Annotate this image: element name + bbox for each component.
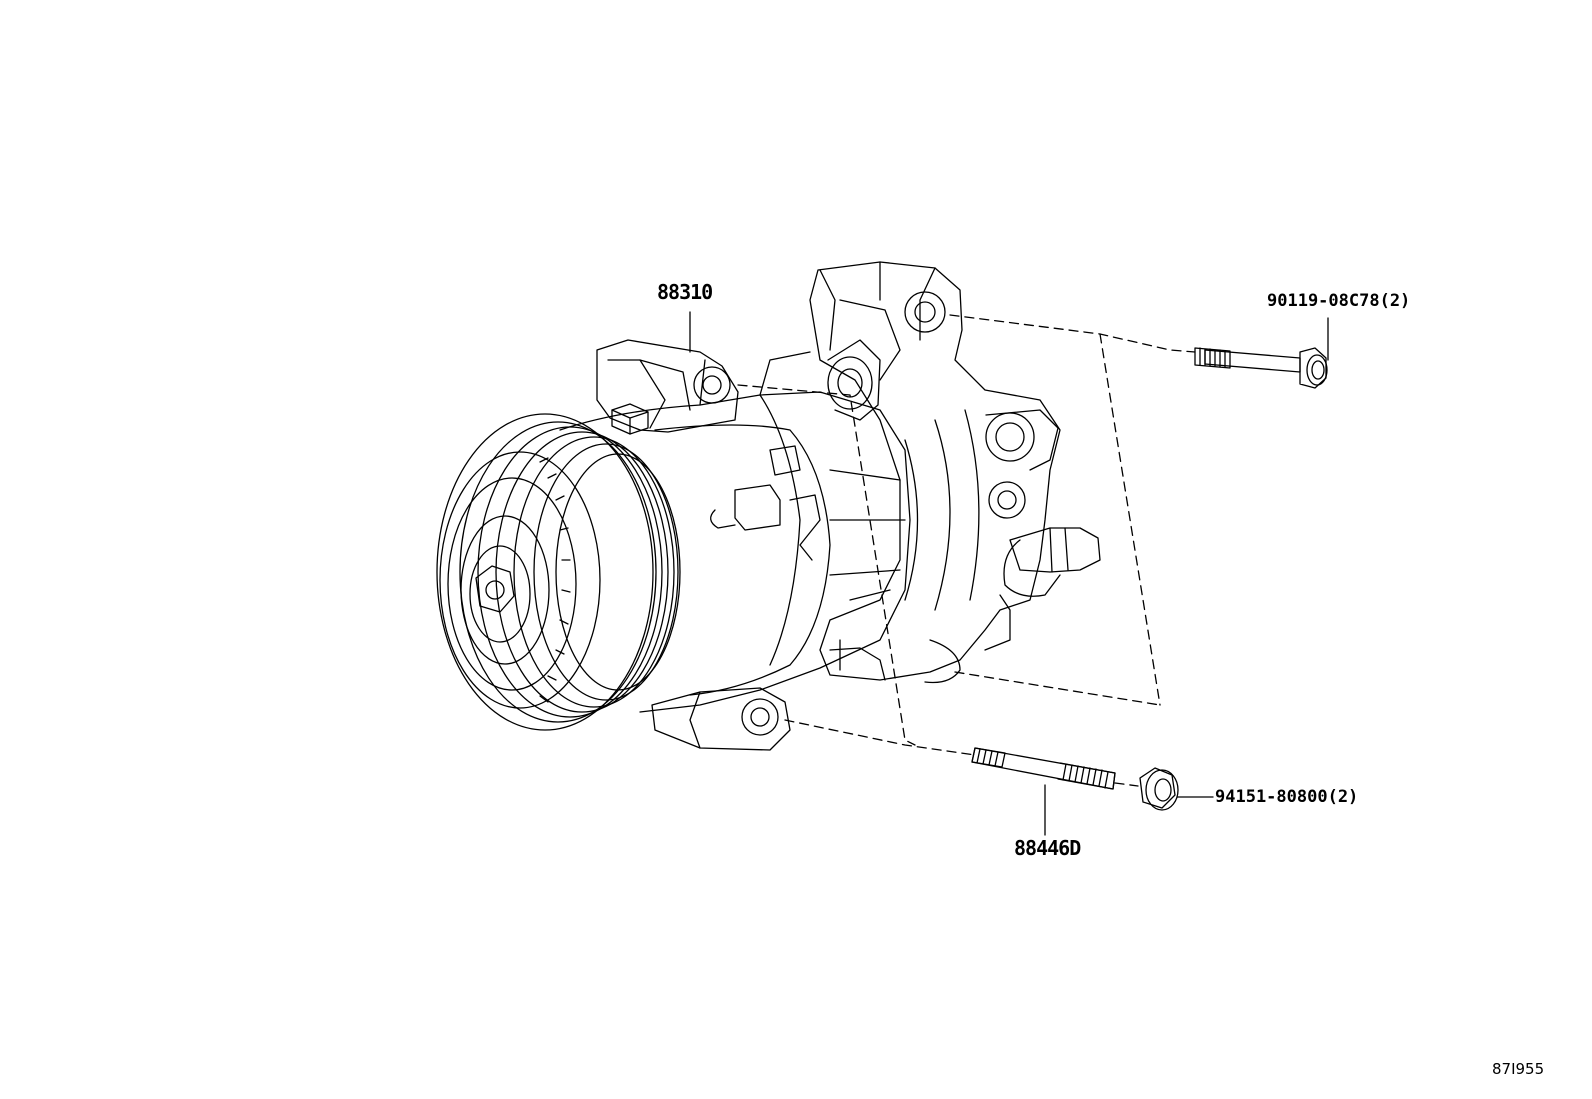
pulley-front-face [440,452,600,708]
front-upper-mount-hole [694,367,730,403]
figure-reference: 87I955 [1492,1060,1545,1078]
label-bolt: 90119-08C78(2) [1267,291,1411,311]
label-nut: 94151-80800(2) [1215,787,1359,807]
label-compressor: 88310 [657,280,713,304]
bolt-head [1300,348,1326,388]
nut-part [1140,768,1178,810]
electrical-connector [1010,528,1100,572]
clutch-pulley [437,414,680,730]
bolt-part [1195,348,1327,388]
sensor-block [770,446,800,475]
bolt-thread [1195,348,1230,368]
suction-port [986,413,1034,461]
front-lower-mount-hole [742,699,778,735]
rear-upper-mount-hole [905,292,945,332]
front-upper-mount-ear [597,340,738,432]
control-valve-boss [828,357,872,409]
rear-housing [810,262,1060,680]
front-lower-mount-ear [652,688,790,750]
compressor-housing [560,392,910,712]
stud-part [972,748,1115,789]
leader-lines [690,312,1328,835]
hex-boss [612,404,648,434]
label-stud: 88446D [1014,836,1081,860]
pulley-hub-nut [476,566,514,612]
assembly-dashed-lines [738,315,1195,786]
compressor-assembly [560,262,1100,750]
discharge-port [989,482,1025,518]
